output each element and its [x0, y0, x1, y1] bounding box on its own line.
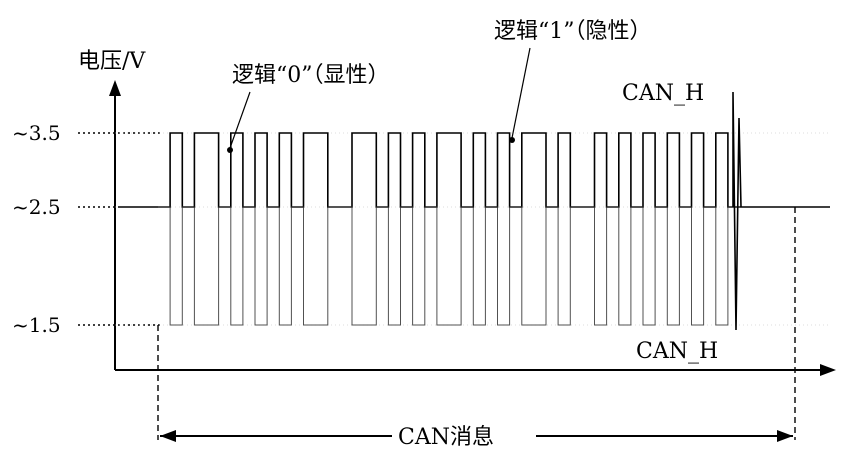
logic1-label: 逻辑“1”（隐性） — [494, 19, 652, 44]
logic1-marker — [509, 137, 515, 143]
can-h-top-label: CAN_H — [622, 81, 704, 106]
end-ringing-trace — [732, 91, 742, 331]
tick-label-3-5: ~3.5 — [12, 121, 61, 145]
y-axis-label: 电压/V — [78, 49, 146, 74]
message-label: CAN消息 — [398, 425, 494, 450]
x-axis-arrow — [820, 364, 836, 376]
can-l-trace — [158, 206, 740, 326]
logic1-leader — [511, 47, 531, 139]
message-arrow-right — [777, 430, 793, 442]
tick-label-2-5: ~2.5 — [12, 195, 61, 219]
logic0-label: 逻辑“0”（显性） — [232, 63, 390, 88]
logic0-marker — [227, 147, 233, 153]
tick-label-1-5: ~1.5 — [12, 313, 61, 337]
can-h-bottom-label: CAN_H — [636, 339, 718, 364]
logic0-leader — [229, 91, 251, 149]
message-arrow-left — [160, 430, 176, 442]
can-h-trace — [158, 132, 830, 208]
can-waveform — [118, 91, 830, 331]
y-axis-arrow — [109, 80, 121, 96]
